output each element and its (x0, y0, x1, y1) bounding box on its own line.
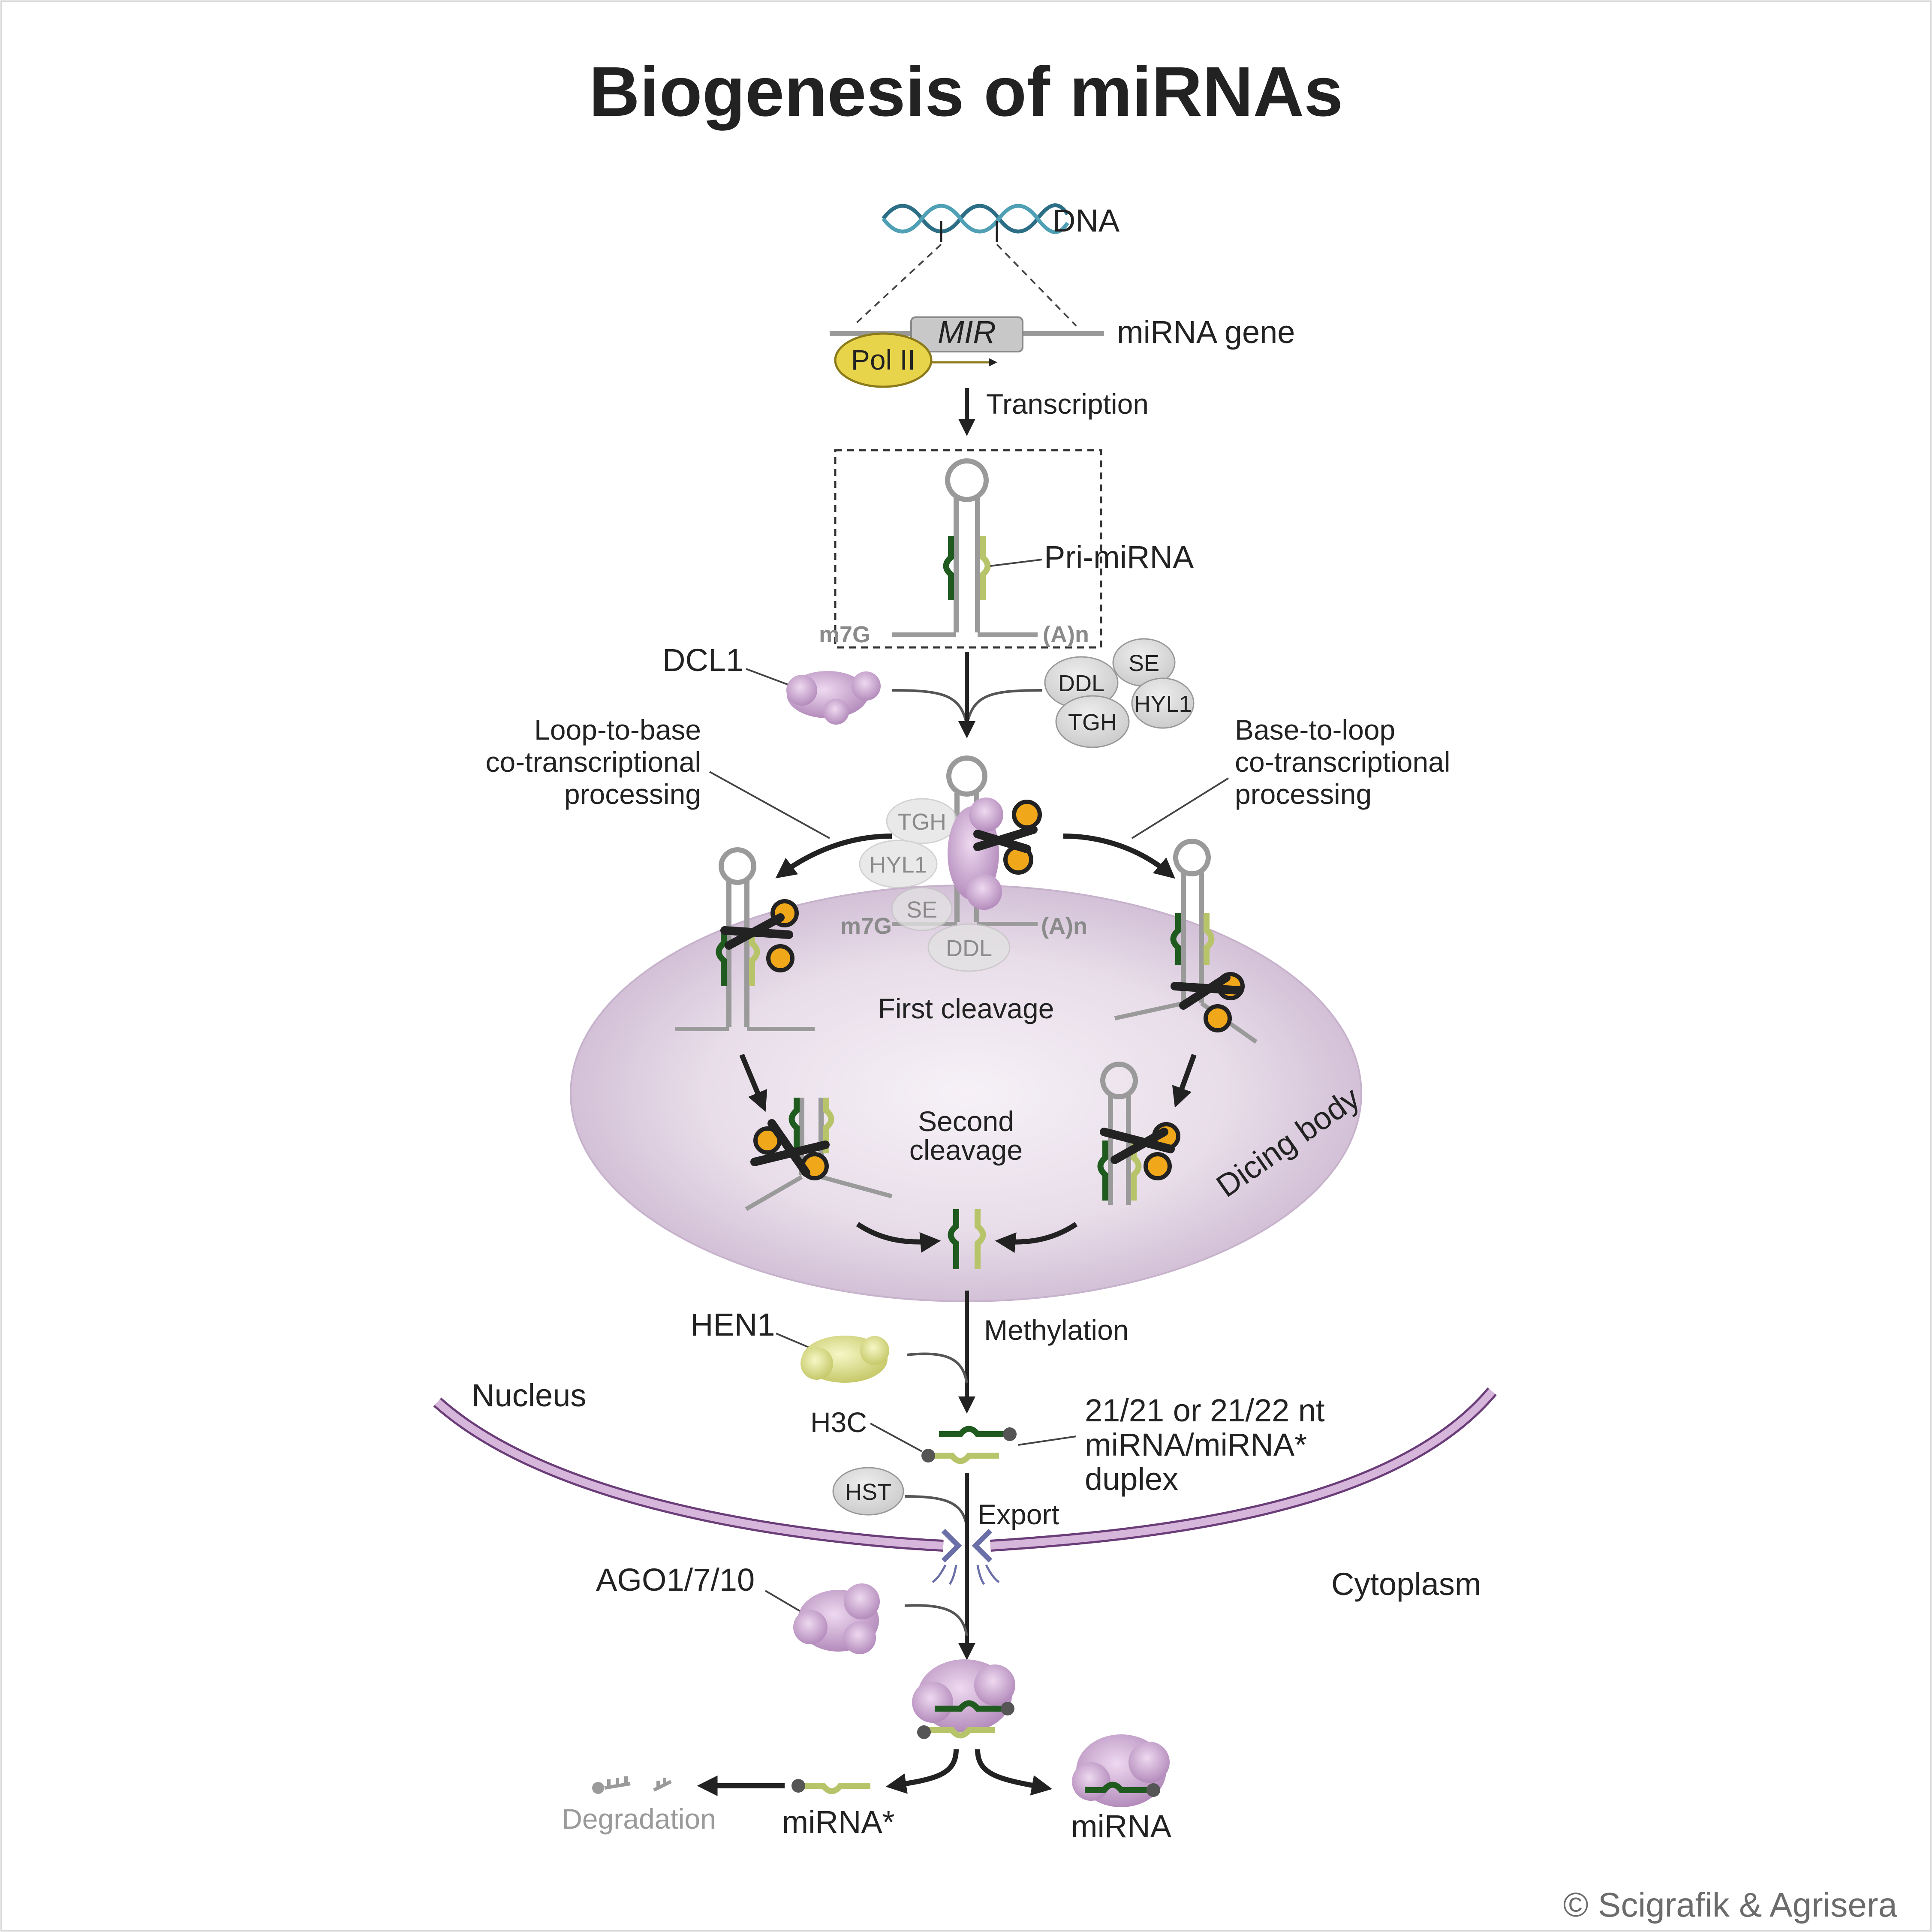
svg-text:Loop-to-base: Loop-to-base (534, 714, 701, 746)
left-arrow-down (739, 1053, 767, 1112)
zoom-line-left (852, 244, 942, 327)
dcl1-label: DCL1 (662, 642, 743, 678)
hen1-join-line (906, 1352, 968, 1383)
transcription-label: Transcription (986, 388, 1149, 420)
hen1-label: HEN1 (690, 1307, 775, 1342)
svg-text:co-transcriptional: co-transcriptional (485, 746, 701, 778)
duplex-pointer (1018, 1435, 1077, 1446)
pol2-enzyme (834, 332, 997, 388)
nuclear-pore-icon (932, 1529, 1000, 1585)
ago-label: AGO1/7/10 (596, 1562, 755, 1598)
right-hairpin-first-cleavage (1114, 839, 1258, 1044)
microprocessor-complex (1044, 638, 1195, 748)
arrow-to-loop-to-base (775, 834, 892, 879)
pri-mirna-box (834, 449, 1102, 649)
center-ddl-label: DDL (946, 936, 992, 961)
cytoplasm-label: Cytoplasm (1331, 1566, 1481, 1602)
se-label: SE (1129, 650, 1159, 676)
mirna-star-label: miRNA* (782, 1804, 894, 1840)
scissors-icon (750, 1119, 830, 1180)
mirna-gene-label: miRNA gene (1117, 314, 1295, 350)
processed-duplex (948, 1209, 986, 1269)
h3c-label: H3C (810, 1406, 867, 1438)
duplex-label-1: 21/21 or 21/22 nt (1085, 1393, 1325, 1428)
hst-protein (832, 1467, 904, 1516)
hyl1-label: HYL1 (1134, 691, 1192, 717)
second-cleavage-label-2: cleavage (909, 1134, 1023, 1166)
center-se-label: SE (906, 897, 937, 923)
ago-loaded-complex (912, 1659, 1015, 1739)
arrow-to-mirna-star (885, 1749, 959, 1794)
loop-to-base-pointer (709, 771, 830, 839)
svg-text:processing: processing (564, 778, 701, 810)
duplex-label-3: duplex (1085, 1461, 1178, 1497)
center-tgh-label: TGH (897, 809, 946, 835)
polya-label-top: (A)n (1043, 622, 1089, 647)
ago-pointer (764, 1590, 803, 1613)
degradation-label: Degradation (562, 1803, 716, 1835)
nucleus-label: Nucleus (472, 1378, 586, 1413)
dna-helix-icon (882, 203, 1069, 242)
left-hairpin-first-cleavage (675, 847, 815, 1031)
pri-mirna-label: Pri-miRNA (1044, 539, 1194, 575)
complex-join-line (966, 689, 1042, 725)
h3c-pointer (870, 1423, 922, 1452)
second-cleavage-label-1: Second (918, 1105, 1014, 1137)
duplex-label-2: miRNA/miRNA* (1085, 1427, 1307, 1463)
svg-text:co-transcriptional: co-transcriptional (1235, 746, 1451, 778)
copyright-notice: © Scigrafik & Agrisera (1563, 1886, 1898, 1924)
svg-text:processing: processing (1235, 778, 1372, 810)
scissors-icon (1171, 972, 1245, 1032)
pol2-label: Pol II (851, 344, 915, 376)
page-title: Biogenesis of miRNAs (589, 52, 1343, 131)
degraded-fragments-icon (592, 1776, 672, 1794)
hen1-protein-icon (800, 1336, 889, 1383)
center-faded-complex (859, 798, 1011, 972)
hst-label: HST (845, 1479, 891, 1505)
ago-join-line (904, 1604, 968, 1636)
scissors-icon (973, 800, 1042, 875)
ago-protein-icon (793, 1583, 880, 1654)
hst-join-line (904, 1495, 968, 1527)
mirna-star-strand (791, 1779, 870, 1794)
dcl1-protein-icon (786, 671, 881, 725)
ddl-label: DDL (1058, 671, 1104, 696)
methylation-label: Methylation (984, 1314, 1129, 1346)
tgh-label: TGH (1068, 710, 1117, 735)
dcl1-join-line (891, 689, 968, 725)
scissors-icon (720, 899, 799, 972)
center-cap-label: m7G (840, 913, 892, 939)
ago-mirna-complex (1072, 1734, 1170, 1807)
svg-text:Base-to-loop: Base-to-loop (1235, 714, 1395, 746)
pri-mirna-hairpin (892, 458, 1038, 637)
methylated-duplex (921, 1426, 1017, 1464)
right-arrow-down (1172, 1053, 1197, 1108)
right-converge-arrow (995, 1222, 1078, 1253)
pri-mirna-pointer (990, 559, 1042, 567)
mir-label: MIR (938, 314, 996, 350)
scissors-icon (1100, 1122, 1180, 1180)
loop-to-base-label: Loop-to-base co-transcriptional processi… (485, 714, 701, 810)
zoom-line-right (996, 244, 1077, 327)
mirna-label: miRNA (1071, 1809, 1172, 1844)
first-cleavage-label: First cleavage (878, 993, 1054, 1024)
arrow-to-base-to-loop (1063, 834, 1175, 879)
left-converge-arrow (856, 1222, 941, 1253)
base-to-loop-pointer (1131, 777, 1229, 839)
arrow-to-mirna (975, 1749, 1053, 1796)
cap-label-top: m7G (819, 622, 870, 647)
center-dcl1-icon (948, 797, 1003, 910)
center-hyl1-label: HYL1 (869, 852, 927, 878)
nuclear-envelope (433, 1387, 1497, 1552)
dna-label: DNA (1053, 203, 1120, 238)
export-label: Export (978, 1499, 1059, 1530)
base-to-loop-label: Base-to-loop co-transcriptional processi… (1235, 714, 1451, 810)
center-polya-label: (A)n (1041, 913, 1087, 939)
